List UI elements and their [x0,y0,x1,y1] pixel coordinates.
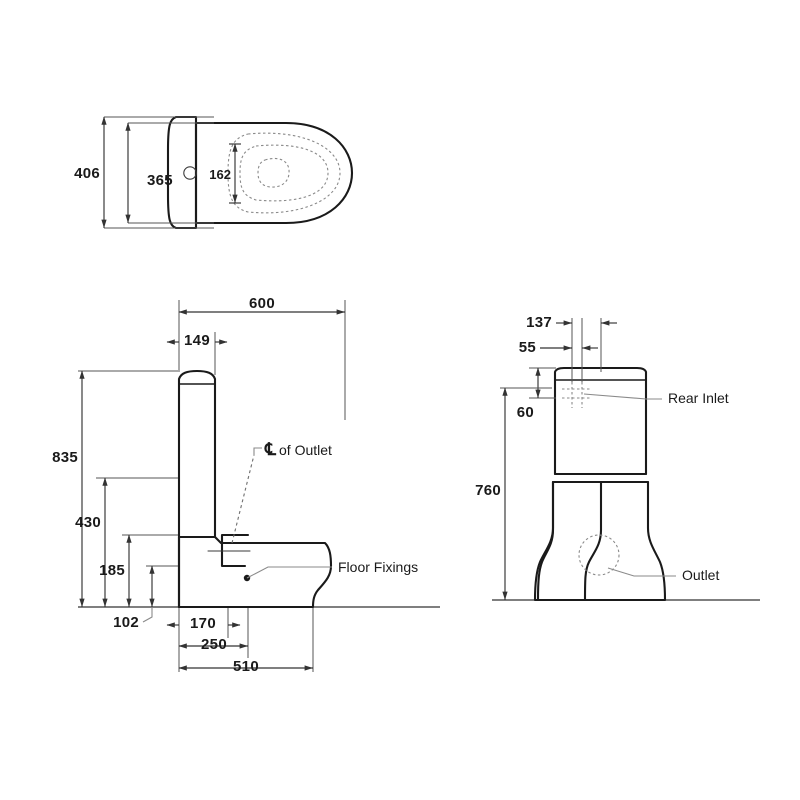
front-cistern-outline [553,366,648,476]
side-dimtext-430: 430 [75,514,101,531]
plan-seat-outer-ring [227,132,341,214]
front-outlet-circle-icon [578,534,620,576]
front-dimtext-55: 55 [519,339,536,356]
plan-dimtext-365: 365 [147,172,173,189]
side-dimtext-835: 835 [52,449,78,466]
side-cl-outlet-label: of Outlet [279,442,332,458]
front-pan-silhouette [533,480,667,602]
side-cistern-outline [177,369,217,539]
side-dimtext-170: 170 [190,615,216,632]
front-dimtext-60: 60 [517,404,534,421]
side-cl-outlet-leader [231,454,255,544]
front-rear-inlet-leader [583,393,662,400]
side-cl-outlet-symbol: ℄ [264,440,277,459]
plan-view-group: 406 365 162 [74,115,354,230]
side-dimtext-250: 250 [201,636,227,653]
plan-seat-inner-ring [239,144,329,202]
front-view-group: Rear Inlet Outlet 137 55 60 760 [475,314,760,602]
side-leader-102 [142,607,153,623]
side-dimtext-149: 149 [184,332,210,349]
plan-pan-outline [194,121,354,225]
front-outlet-label: Outlet [682,567,719,583]
side-dimtext-185: 185 [99,562,125,579]
plan-dimtext-162: 162 [209,167,231,182]
side-cl-outlet-elbow [253,447,262,455]
side-dimtext-510: 510 [233,658,259,675]
side-dimtext-600: 600 [249,295,275,312]
front-rear-inlet-label: Rear Inlet [668,390,729,406]
side-floor-fixings-leader [246,566,332,579]
front-dimtext-760: 760 [475,482,501,499]
front-dimtext-137: 137 [526,314,552,331]
plan-lever-hole-icon [183,166,197,180]
plan-dimtext-406: 406 [74,165,100,182]
plan-flush-opening [257,157,290,188]
side-view-group: ℄ of Outlet Floor Fixings 600 149 835 43… [52,295,440,675]
front-pan-outline [536,480,603,602]
front-outlet-leader [607,567,676,577]
side-dimtext-102: 102 [113,614,139,631]
side-floor-fixings-label: Floor Fixings [338,559,418,575]
side-pan-outline [177,535,333,609]
